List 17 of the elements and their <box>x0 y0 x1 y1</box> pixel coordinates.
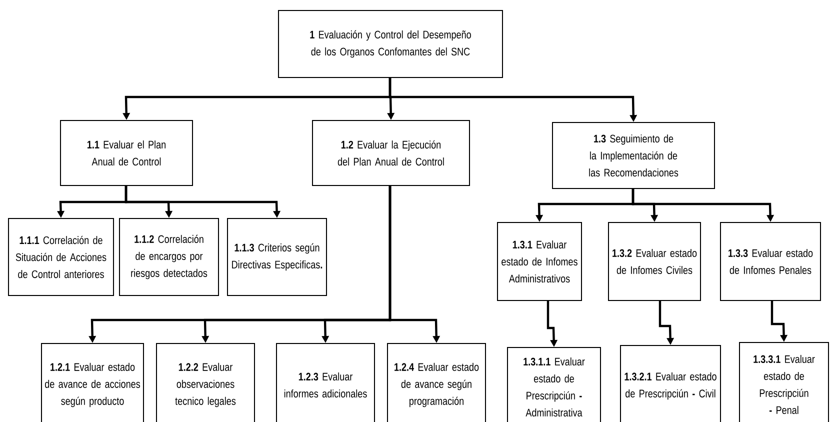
process-box: 1.3.3.1 Evaluar estado de Prescripciún - Penal <box>739 342 829 422</box>
process-box: 1.2.1 Evaluar estado de avance de acciones según producto <box>41 343 144 422</box>
process-box: 1.3.1 Evaluar estado de Infomes Administrativos <box>497 222 582 301</box>
process-box: 1 Evaluación y Control del Desempeño de los Organos Confomantes del SNC <box>278 10 503 78</box>
process-box: 1.1.3 Criterios según Directivas Especificas. <box>227 218 327 296</box>
process-box: 1.1 Evaluar el Plan Anual de Control <box>60 120 193 186</box>
process-box: 1.2 Evaluar la Ejecución del Plan Anual de Control <box>312 120 470 186</box>
process-box: 1.1.2 Correlación de encargos por riesgos detectados <box>119 218 219 296</box>
process-box: 1.2.3 Evaluar informes adicionales <box>276 343 375 422</box>
process-box: 1.3.2.1 Evaluar estado de Prescripciún - Civil <box>620 345 721 422</box>
process-box: 1.3.1.1 Evaluar estado de Prescripciún - Administrativa <box>507 347 601 422</box>
process-box: 1.2.4 Evaluar estado de avance según programación <box>387 343 486 422</box>
process-box: 1.3.2 Evaluar estado de Infomes Civiles <box>608 222 701 301</box>
process-box: 1.2.2 Evaluar observaciones tecnico legales <box>156 343 255 422</box>
process-box: 1.3.3 Evaluar estado de Infomes Penales <box>720 222 821 301</box>
process-box: 1.3 Seguimiento de la Implementación de las Recomendaciones <box>552 122 715 189</box>
process-box: 1.1.1 Correlación de Situación de Acciones de Control anteriores <box>8 218 114 296</box>
